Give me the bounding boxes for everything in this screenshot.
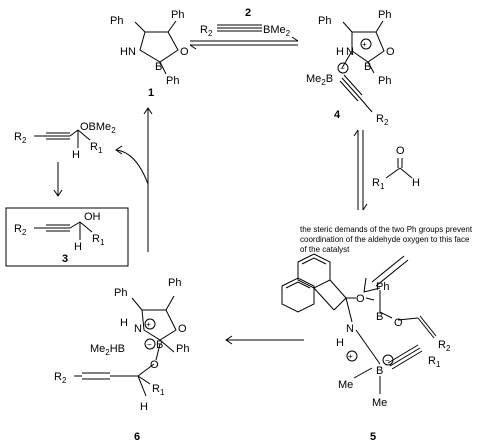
c6-r1-label: R1 bbox=[152, 383, 165, 397]
compound-number-6: 6 bbox=[134, 431, 140, 443]
c1-oxygen: O bbox=[180, 46, 189, 58]
c6-nitrogen: N bbox=[134, 323, 142, 335]
c6-hydrogen: H bbox=[120, 317, 128, 329]
compound-number-5: 5 bbox=[370, 431, 376, 443]
c5-phenyl: Ph bbox=[376, 281, 389, 293]
c6-oxygen: O bbox=[178, 323, 187, 335]
equilibrium-arrows-4-5 bbox=[353, 129, 368, 211]
c5-boron: B bbox=[376, 311, 383, 323]
c5-oxygen-2: O bbox=[394, 317, 403, 329]
c6-minus-charge: − bbox=[147, 340, 152, 349]
approach-arrow bbox=[363, 255, 409, 293]
c6-r2-label: R2 bbox=[54, 371, 67, 385]
c5-oxygen-1: O bbox=[356, 293, 365, 305]
arrow-5-to-6 bbox=[225, 335, 304, 345]
c1-phenyl-left: Ph bbox=[110, 15, 123, 27]
annotation-line-2: coordination of the aldehyde oxygen to t… bbox=[300, 235, 470, 244]
c1-nh-label: HN bbox=[120, 46, 136, 58]
compound-number-2: 2 bbox=[245, 7, 251, 19]
c5-hydrogen: H bbox=[336, 337, 344, 349]
compound-number-3: 3 bbox=[62, 253, 68, 265]
c4-phenyl-boron: Ph bbox=[378, 75, 391, 87]
arrow-to-product-3 bbox=[53, 162, 63, 197]
c6-phenyl-left: Ph bbox=[114, 287, 127, 299]
c5-methyl-2: Me bbox=[372, 397, 387, 409]
c4-minus-charge: − bbox=[340, 64, 345, 73]
annotation-line-3: of the catalyst bbox=[300, 245, 350, 254]
c5-minus-charge: − bbox=[385, 356, 390, 365]
compound-1: Ph Ph HN O B Ph 1 bbox=[110, 9, 189, 99]
steric-annotation: the steric demands of the two Ph groups … bbox=[300, 225, 473, 293]
c6-phenyl-right: Ph bbox=[168, 277, 181, 289]
c5-plus-charge: + bbox=[348, 352, 353, 361]
c4-hydrogen: H bbox=[336, 46, 344, 58]
compound-intermediate: R2 OBMe2 H R1 bbox=[14, 121, 116, 161]
compound-number-1: 1 bbox=[148, 87, 154, 99]
c3-hydrogen: H bbox=[74, 241, 82, 253]
compound-4: Ph Ph H N + O B Ph Me2B − R2 4 bbox=[306, 9, 395, 127]
int-hydrogen: H bbox=[72, 149, 80, 161]
aldehyde-oxygen: O bbox=[396, 145, 405, 157]
c1-boron: B bbox=[155, 61, 162, 73]
int-r2-label: R2 bbox=[14, 131, 27, 145]
c4-me2b-label: Me2B bbox=[306, 73, 333, 87]
c4-oxygen: O bbox=[386, 46, 395, 58]
aldehyde-r1-label: R1 bbox=[372, 177, 385, 191]
c6-phenyl-boron: Ph bbox=[176, 343, 189, 355]
c6-me2hb-label: Me2HB bbox=[90, 343, 125, 357]
compound-3: R2 OH H R1 3 bbox=[5, 207, 129, 267]
c3-r1-label: R1 bbox=[92, 233, 105, 247]
c2-r-label: R2 bbox=[200, 24, 213, 38]
c5-r2-label: R2 bbox=[438, 339, 451, 353]
c5-r1-label: R1 bbox=[428, 355, 441, 369]
reagent-2: 2 R2 BMe2 bbox=[200, 7, 291, 38]
c1-phenyl-right: Ph bbox=[171, 9, 184, 21]
c3-r2-label: R2 bbox=[14, 223, 27, 237]
c6-boron: B bbox=[156, 339, 163, 351]
c1-phenyl-boron: Ph bbox=[166, 75, 179, 87]
c4-boron: B bbox=[364, 61, 371, 73]
aldehyde-reagent: O R1 H bbox=[372, 145, 420, 191]
c4-nitrogen: N bbox=[346, 46, 354, 58]
c4-phenyl-left: Ph bbox=[318, 15, 331, 27]
c5-methyl-1: Me bbox=[338, 379, 353, 391]
compound-5: O Ph B O N + H B − Me Me R2 R1 5 bbox=[281, 253, 451, 443]
c4-plus-charge: + bbox=[362, 40, 367, 49]
product-3-box bbox=[5, 207, 129, 267]
aldehyde-hydrogen: H bbox=[412, 177, 420, 189]
c6-plus-charge: + bbox=[146, 320, 151, 329]
equilibrium-arrows-1-4 bbox=[189, 36, 299, 50]
c5-boron-2: B bbox=[376, 365, 383, 377]
compound-6: Ph Ph H N + O B − Ph Me2HB O R2 H R1 6 bbox=[54, 277, 189, 443]
c6-oxygen-2: O bbox=[150, 359, 159, 371]
int-obme2-label: OBMe2 bbox=[80, 121, 116, 135]
c4-phenyl-right: Ph bbox=[378, 9, 391, 21]
c3-hydroxyl: OH bbox=[84, 211, 101, 223]
annotation-line-1: the steric demands of the two Ph groups … bbox=[300, 225, 473, 234]
int-r1-label: R1 bbox=[90, 141, 103, 155]
compound-number-4: 4 bbox=[334, 109, 341, 121]
c5-nitrogen: N bbox=[346, 323, 354, 335]
arrow-6-to-1 bbox=[115, 107, 153, 252]
c6-hydrogen-2: H bbox=[140, 401, 148, 413]
c4-r2-label: R2 bbox=[376, 113, 389, 127]
c2-bme2-label: BMe2 bbox=[263, 24, 291, 38]
